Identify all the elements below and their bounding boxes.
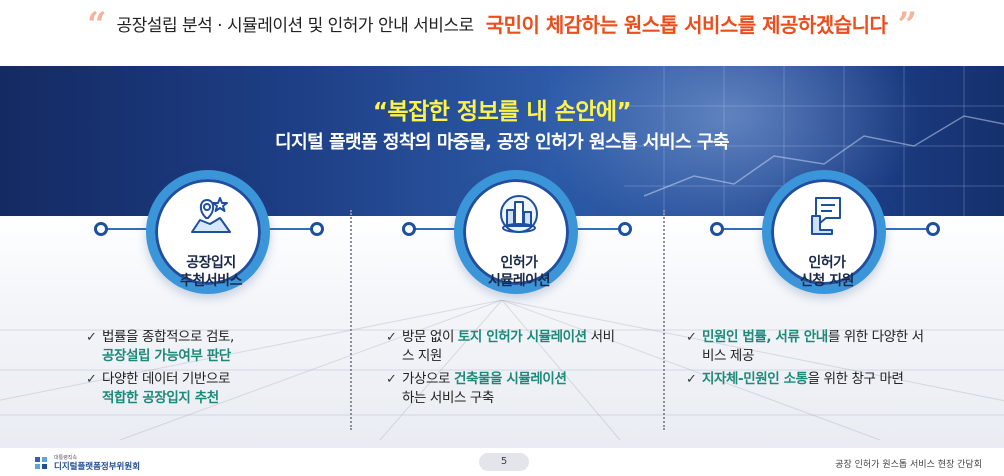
column-divider-right (663, 210, 665, 430)
service-title: 인허가 신청 지원 (800, 255, 854, 289)
chat-document-icon (811, 197, 841, 235)
ring-knob-right (618, 222, 632, 236)
ring-knob-left (402, 222, 416, 236)
list-item: 법률을 종합적으로 검토, 공장설립 가능여부 판단 (86, 328, 326, 366)
service-column-simulation: 인허가 시뮬레이션 (402, 170, 632, 440)
footer-event-title: 공장 인허가 원스톱 서비스 현장 간담회 (835, 460, 982, 470)
footer-org-prefix: 대통령직속 (54, 455, 78, 461)
column-divider-left (350, 210, 352, 430)
page-number: 5 (479, 453, 529, 471)
service-ring: 인허가 시뮬레이션 (454, 170, 578, 294)
bullet-list-location: 법률을 종합적으로 검토, 공장설립 가능여부 판단 다양한 데이터 기반으로 … (86, 328, 326, 412)
headline-bar: “ 공장설립 분석 · 시뮬레이션 및 인허가 안내 서비스로 국민이 체감하는… (0, 0, 1004, 46)
banner-subtitle: 디지털 플랫폼 정착의 마중물, 공장 인허가 원스톱 서비스 구축 (275, 132, 729, 153)
footer-org-name: 디지털플랫폼정부위원회 (54, 462, 141, 472)
service-column-location: 공장입지 추천서비스 (94, 170, 324, 440)
service-title: 인허가 시뮬레이션 (488, 255, 550, 289)
service-column-application: 인허가 신청 지원 (710, 170, 940, 440)
banner-title: “복잡한 정보를 내 손안에” (372, 99, 632, 125)
open-quote-icon: “ (86, 5, 107, 45)
headline-lead: 공장설립 분석 · 시뮬레이션 및 인허가 안내 서비스로 (116, 15, 475, 36)
map-pin-icon (191, 197, 231, 233)
ring-knob-left (710, 222, 724, 236)
service-ring: 공장입지 추천서비스 (146, 170, 270, 294)
list-item: 방문 없이 토지 인허가 시뮬레이션 서비스 지원 (386, 328, 626, 366)
government-logo-icon (35, 457, 47, 469)
list-item: 다양한 데이터 기반으로 적합한 공장입지 추천 (86, 370, 326, 408)
list-item: 민원인 법률, 서류 안내를 위한 다양한 서비스 제공 (686, 328, 926, 366)
footer: 대통령직속 디지털플랫폼정부위원회 5 공장 인허가 원스톱 서비스 현장 간담… (0, 448, 1004, 476)
bullet-list-simulation: 방문 없이 토지 인허가 시뮬레이션 서비스 지원 가상으로 건축물을 시뮬레이… (386, 328, 626, 412)
building-3d-icon (500, 195, 538, 233)
banner-chart-decoration (624, 66, 1004, 216)
headline-emphasis: 국민이 체감하는 원스톱 서비스를 제공하겠습니다 (482, 9, 891, 38)
service-title: 공장입지 추천서비스 (180, 255, 242, 289)
close-quote-icon: ” (897, 5, 918, 45)
ring-knob-right (926, 222, 940, 236)
ring-knob-left (94, 222, 108, 236)
service-ring: 인허가 신청 지원 (762, 170, 886, 294)
list-item: 지자체-민원인 소통을 위한 창구 마련 (686, 370, 926, 389)
bullet-list-application: 민원인 법률, 서류 안내를 위한 다양한 서비스 제공 지자체-민원인 소통을… (686, 328, 926, 393)
ring-knob-right (310, 222, 324, 236)
list-item: 가상으로 건축물을 시뮬레이션 하는 서비스 구축 (386, 370, 626, 408)
